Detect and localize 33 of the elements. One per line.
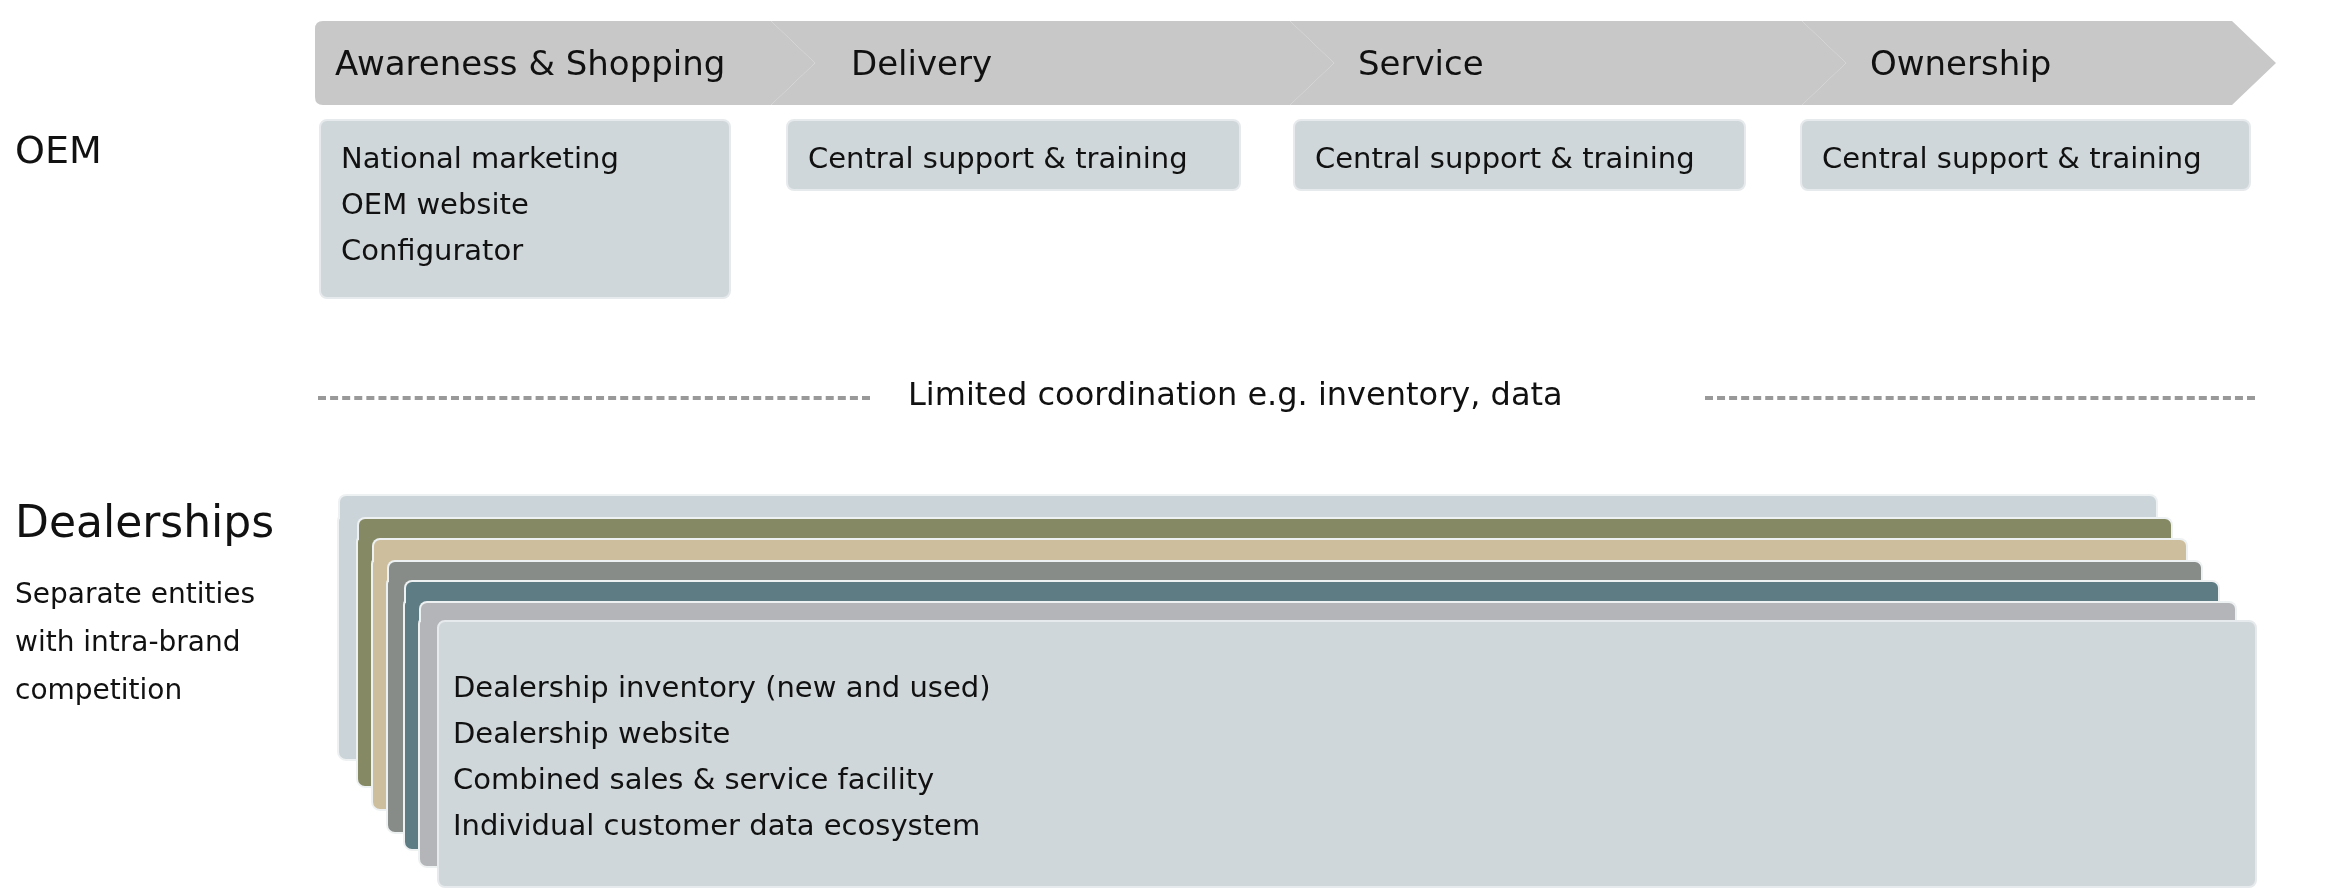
stacked-card xyxy=(338,494,2158,519)
list-item: National marketing xyxy=(341,140,620,177)
stage-banner xyxy=(771,21,1334,105)
row-heading: OEM xyxy=(15,128,102,172)
stacked-card xyxy=(357,517,2173,540)
activity-box xyxy=(319,119,731,299)
list-item: OEM website xyxy=(341,186,530,223)
stage-title: Delivery xyxy=(851,42,993,85)
row-description: Separate entities with intra-brand competition xyxy=(15,576,256,708)
activity-box xyxy=(786,119,1241,191)
list-item: Central support & training xyxy=(808,140,1189,177)
list-item: Individual customer data ecosystem xyxy=(453,807,982,844)
dealership-card xyxy=(437,620,2257,888)
list-item: Combined sales & service facility xyxy=(453,761,936,798)
list-item: Central support & training xyxy=(1315,140,1696,177)
stacked-card xyxy=(419,601,2237,622)
stage-banner xyxy=(1802,21,2276,105)
list-item: Configurator xyxy=(341,232,525,269)
activity-box xyxy=(1293,119,1746,191)
stage-title: Service xyxy=(1358,42,1484,85)
stacked-card xyxy=(387,560,2203,582)
stage-banner xyxy=(315,21,815,105)
stage-title: Ownership xyxy=(1870,42,2052,85)
list-item: Central support & training xyxy=(1822,140,2203,177)
list-item: Dealership website xyxy=(453,715,732,752)
list-item: Dealership inventory (new and used) xyxy=(453,669,992,706)
activity-box xyxy=(1800,119,2251,191)
stage-title: Awareness & Shopping xyxy=(335,42,726,85)
row-heading: Dealerships xyxy=(15,496,275,547)
stacked-card xyxy=(404,580,2220,603)
note-text: Limited coordination e.g. inventory, data xyxy=(908,375,1563,413)
stage-banner xyxy=(1290,21,1846,105)
stacked-card xyxy=(372,538,2188,562)
